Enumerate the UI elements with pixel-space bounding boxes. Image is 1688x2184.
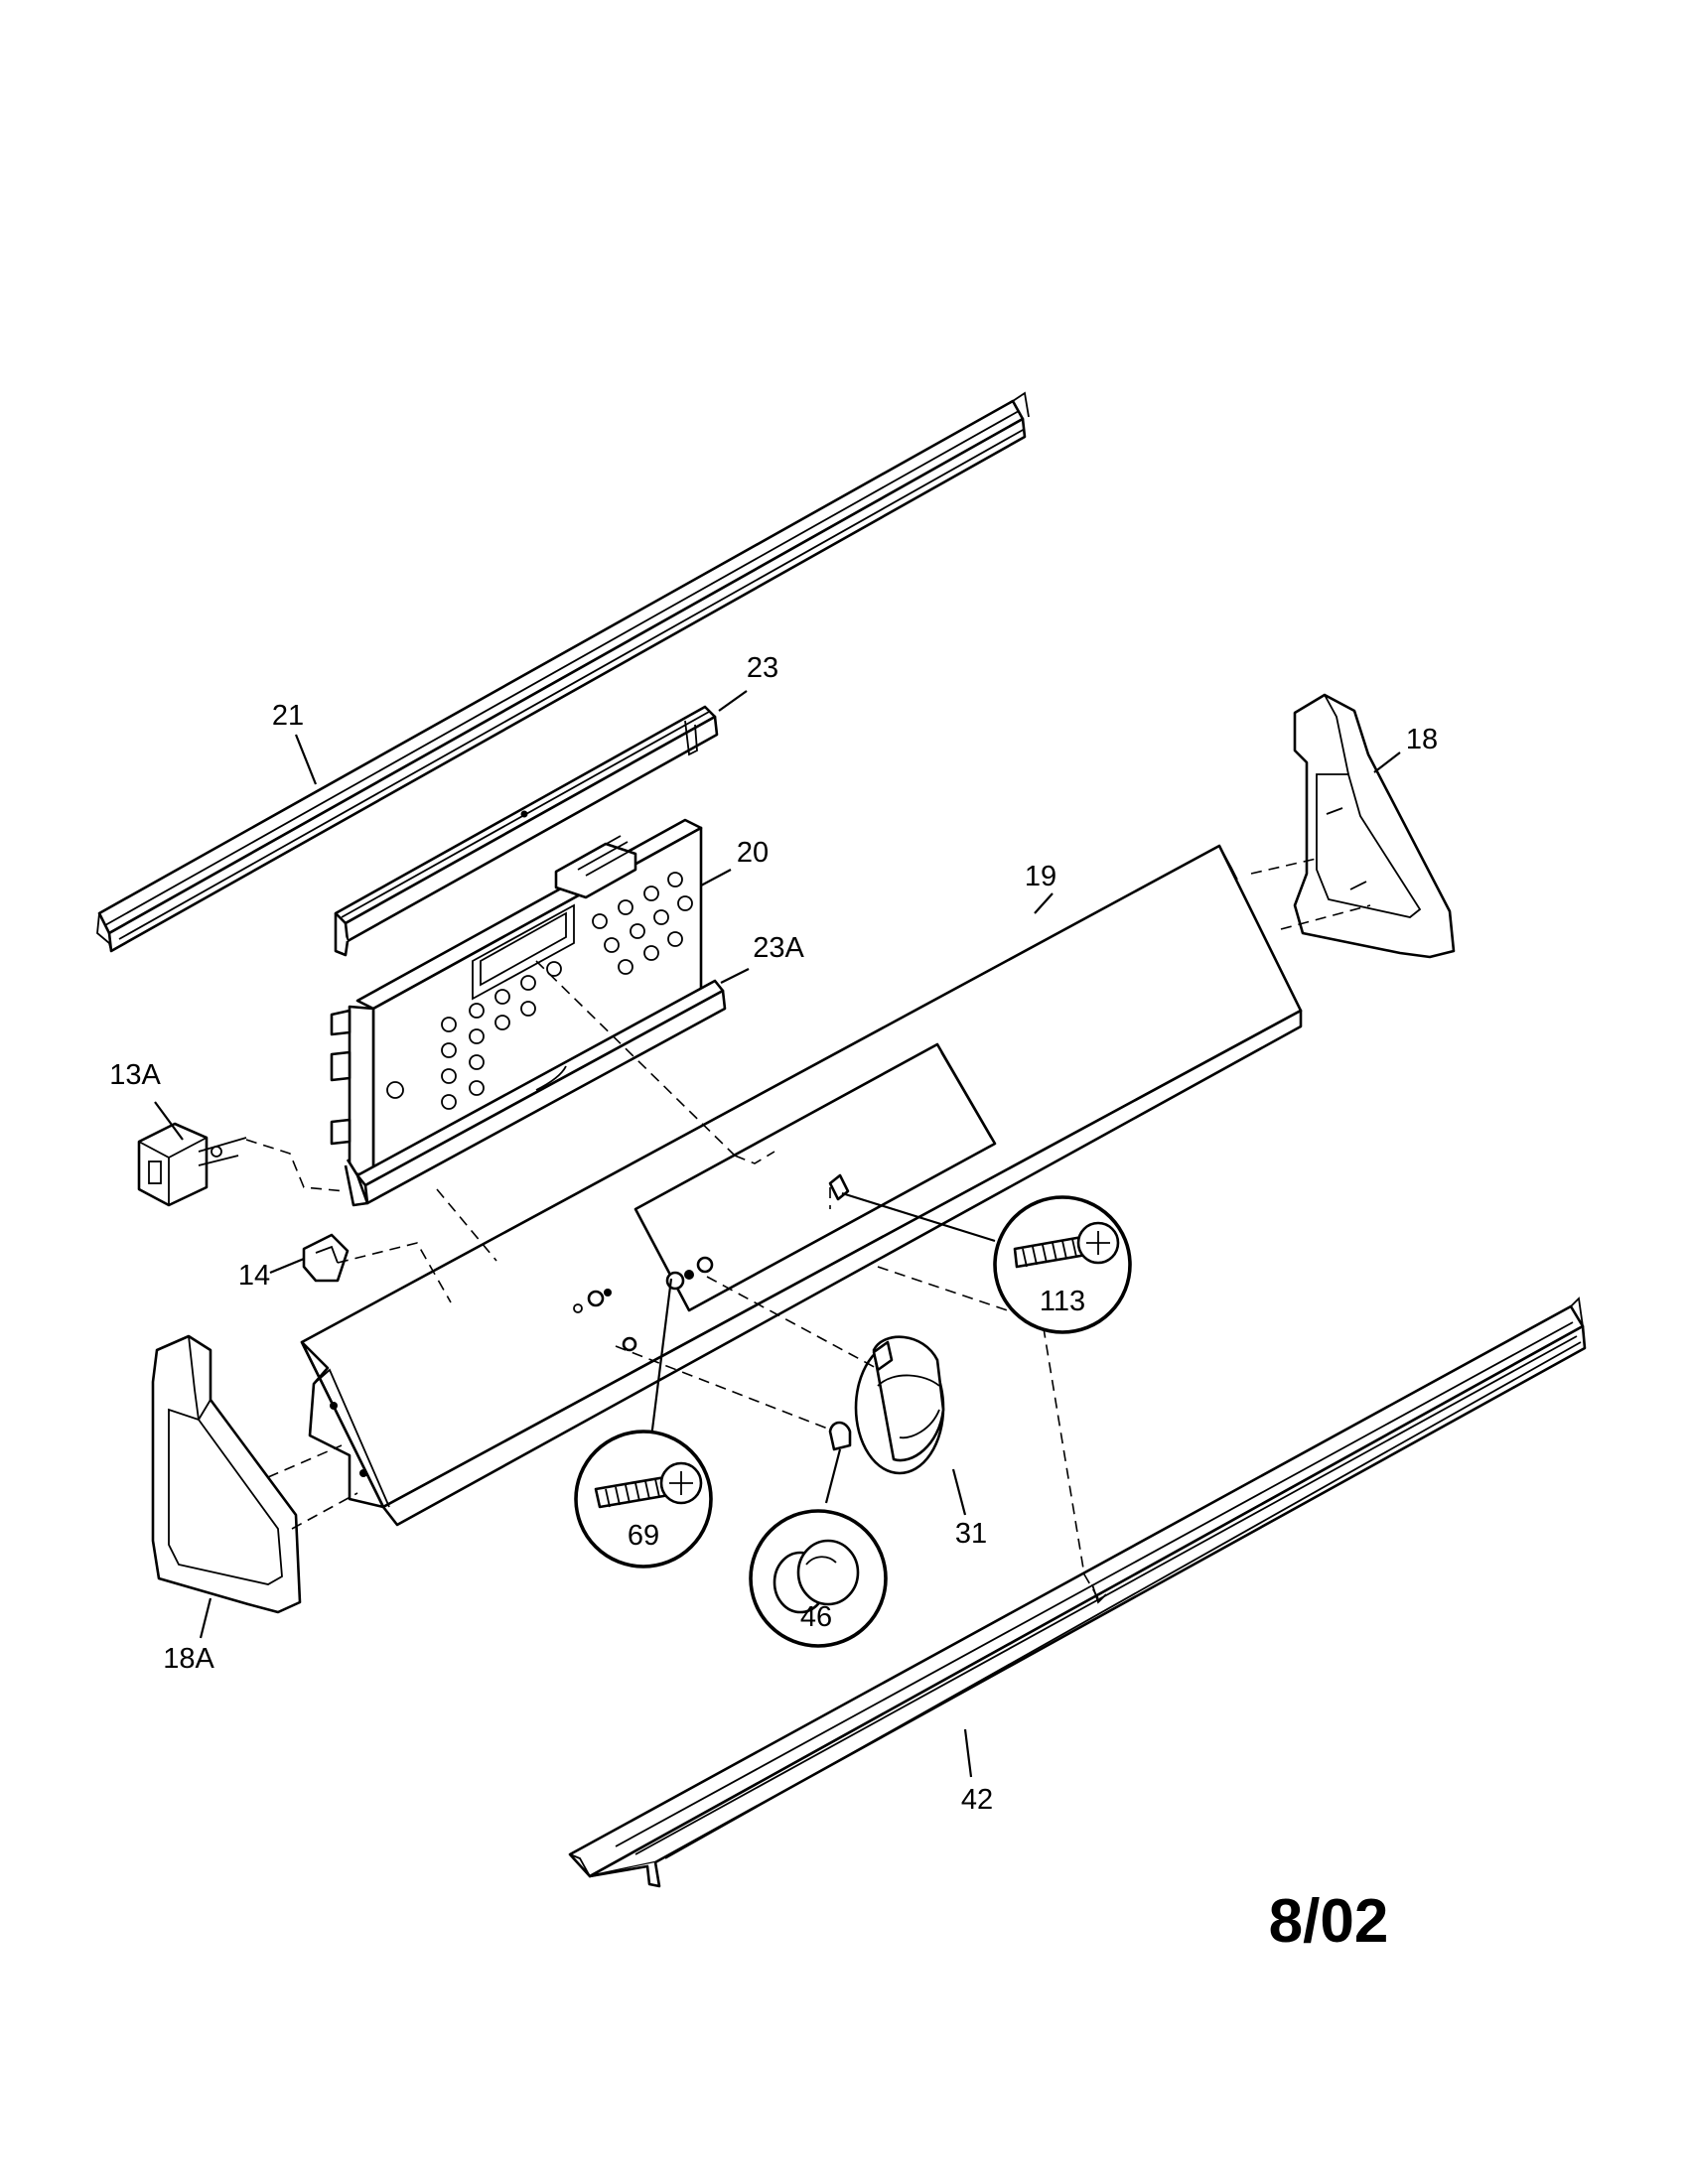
detail-69-screw — [574, 1430, 713, 1569]
detail-113-screw — [993, 1195, 1132, 1334]
callout-labels: 21 23 20 23A 18 19 13A 14 113 69 46 31 1… — [109, 652, 1438, 1816]
part-23A-lower-bracket — [344, 979, 727, 1207]
callout-18A: 18A — [163, 1643, 214, 1675]
part-23-upper-bracket — [334, 705, 719, 957]
callout-69: 69 — [628, 1520, 659, 1552]
leader-lines — [154, 690, 1401, 1778]
part-31-knob — [854, 1335, 945, 1475]
part-18A-left-end-cap — [151, 1334, 302, 1614]
part-21-top-trim — [96, 391, 1030, 953]
detail-46-plug — [749, 1509, 888, 1648]
callout-31: 31 — [955, 1518, 987, 1550]
assembly-lines — [245, 857, 1371, 1599]
callout-113: 113 — [1040, 1286, 1085, 1317]
part-19-console-backguard — [300, 844, 1303, 1527]
callout-18: 18 — [1406, 724, 1438, 755]
fasteners — [573, 1173, 852, 1451]
part-18-right-end-cap — [1293, 693, 1456, 959]
part-42-bottom-trim — [568, 1297, 1587, 1888]
revision-date: 8/02 — [1269, 1887, 1389, 1956]
callout-42: 42 — [961, 1784, 993, 1816]
callout-13A: 13A — [109, 1059, 161, 1091]
part-14-clip — [302, 1233, 350, 1283]
callout-21: 21 — [272, 700, 304, 732]
part-20-electronic-control — [330, 818, 703, 1177]
callout-19: 19 — [1025, 861, 1056, 892]
callout-20: 20 — [737, 837, 769, 869]
part-13A-switch — [137, 1122, 247, 1207]
callout-23A: 23A — [753, 932, 804, 964]
callout-46: 46 — [800, 1601, 832, 1633]
callout-23: 23 — [747, 652, 778, 684]
callout-14: 14 — [238, 1260, 270, 1292]
